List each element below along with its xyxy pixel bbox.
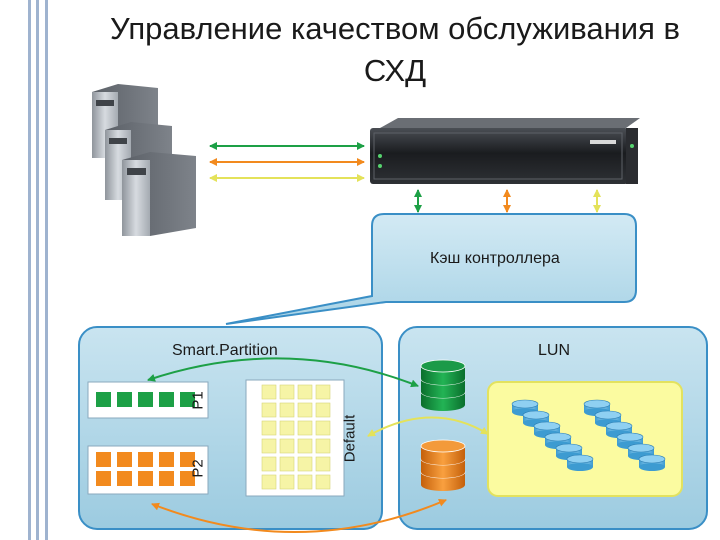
p1-cache-block — [138, 392, 153, 407]
default-cache-block — [261, 456, 277, 472]
default-cache-block — [279, 438, 295, 454]
default-cache-block — [261, 384, 277, 400]
p2-cache-block — [180, 471, 195, 486]
slide-accent-bar — [36, 0, 39, 540]
p1-cache-block — [159, 392, 174, 407]
default-cache-block — [315, 384, 331, 400]
yellow-default-link-arrow — [367, 416, 489, 437]
p2-cache-block — [117, 471, 132, 486]
lun-label: LUN — [538, 342, 571, 359]
lun-disk-stacks — [511, 399, 666, 471]
p1-cache-blocks — [96, 392, 195, 407]
default-cache-block — [315, 438, 331, 454]
default-cache-block — [297, 456, 313, 472]
slide-title-line2: СХД — [363, 53, 427, 88]
default-cache-block — [315, 402, 331, 418]
green-p1-link-arrow — [147, 357, 419, 388]
p1-label: P1 — [189, 391, 207, 410]
default-cache-block — [279, 420, 295, 436]
p2-cache-block — [96, 471, 111, 486]
p2-cache-block — [180, 452, 195, 467]
default-cache-block — [279, 384, 295, 400]
default-cache-block — [261, 438, 277, 454]
controller-cache-label: Кэш контроллера — [430, 250, 560, 267]
default-cache-block — [297, 474, 313, 490]
default-cache-block — [279, 402, 295, 418]
default-cache-block — [297, 438, 313, 454]
controller-cache-callout — [225, 213, 637, 325]
p2-cache-block — [159, 471, 174, 486]
slide-title: Управление качеством обслуживания в СХД — [70, 8, 720, 92]
slide-accent-bar — [45, 0, 48, 540]
default-cache-block — [261, 402, 277, 418]
default-label: Default — [341, 414, 359, 463]
default-cache-block — [315, 474, 331, 490]
default-cache-block — [279, 474, 295, 490]
green-database-icon — [420, 359, 466, 411]
p1-cache-block — [96, 392, 111, 407]
default-cache-block — [315, 420, 331, 436]
slide-title-line1: Управление качеством обслуживания в — [110, 11, 680, 46]
default-cache-block — [297, 420, 313, 436]
p1-cache-block — [117, 392, 132, 407]
slide-accent-bar — [28, 0, 31, 540]
p2-label: P2 — [189, 459, 207, 478]
lun-area — [487, 381, 683, 497]
default-cache-block — [261, 474, 277, 490]
p2-cache-block — [117, 452, 132, 467]
p2-cache-block — [96, 452, 111, 467]
p1-cache-block — [180, 392, 195, 407]
orange-p2-link-arrow — [151, 499, 447, 533]
p2-cache-block — [138, 471, 153, 486]
default-cache-block — [315, 456, 331, 472]
default-cache-block — [279, 456, 295, 472]
orange-database-icon — [420, 439, 466, 491]
server-tower-icon — [122, 152, 196, 236]
storage-array-icon — [370, 118, 640, 184]
p2-cache-block — [138, 452, 153, 467]
default-cache-block — [297, 384, 313, 400]
smart-partition-label: Smart.Partition — [172, 342, 278, 359]
default-cache-block — [261, 420, 277, 436]
default-cache-blocks — [261, 384, 331, 490]
default-cache-block — [297, 402, 313, 418]
p2-cache-block — [159, 452, 174, 467]
p2-cache-blocks — [96, 452, 195, 486]
